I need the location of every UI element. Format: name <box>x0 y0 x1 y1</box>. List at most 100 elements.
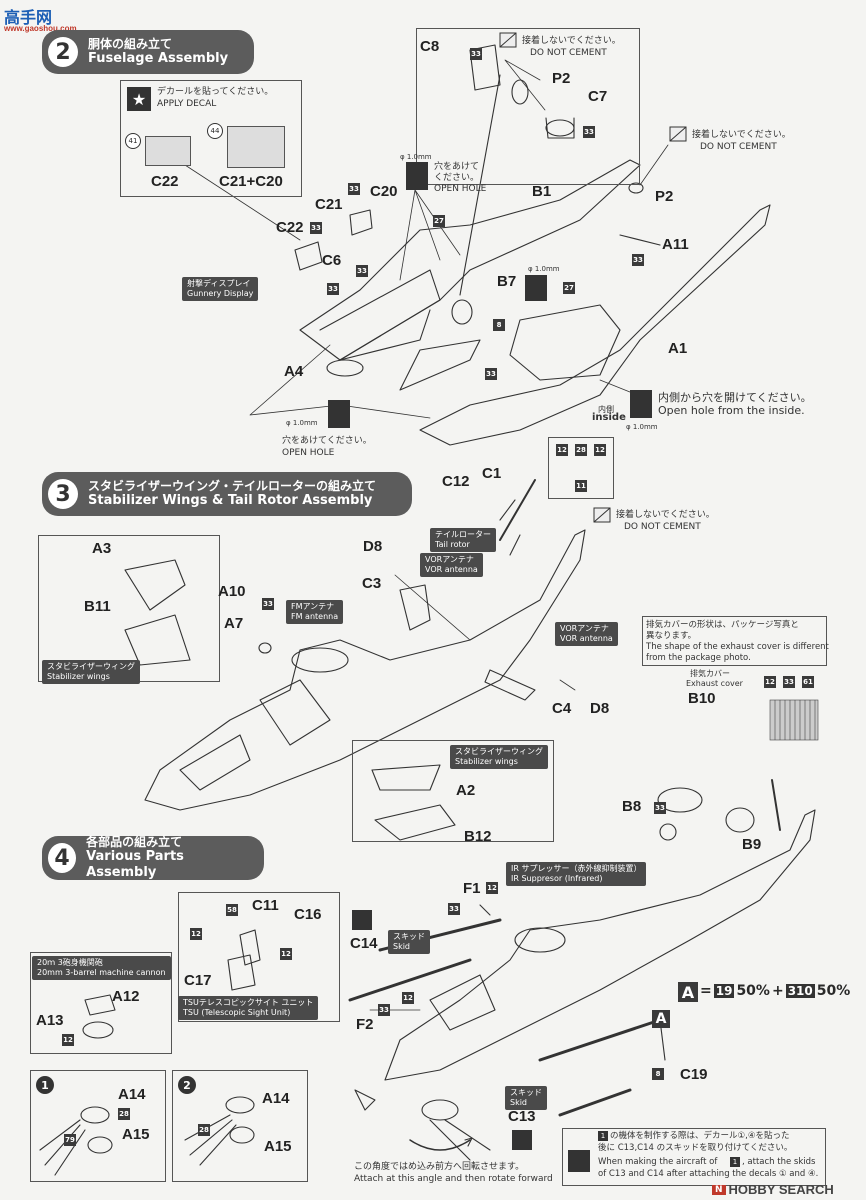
tail-rotor-jp: テイルローター <box>435 530 491 539</box>
part-b7: B7 <box>497 273 517 290</box>
stab-tag-1: スタビライザーウィング Stabilizer wings <box>42 660 140 684</box>
paint-code: 12 <box>486 882 498 894</box>
part-a3: A3 <box>92 540 112 557</box>
part-c19: C19 <box>680 1066 708 1083</box>
part-c22: C22 <box>276 219 304 236</box>
paint-code: 12 <box>764 676 776 688</box>
vor-tag-2: VORアンテナ VOR antenna <box>555 622 618 646</box>
part-c13: C13 <box>508 1108 536 1125</box>
hobby-search-badge: N <box>712 1184 726 1195</box>
paint-code: 33 <box>485 368 497 380</box>
final-note-l2: 後に C13,C14 のスキッドを取り付けてください。 <box>598 1143 793 1153</box>
rotate-jp: この角度ではめ込み前方へ回転させます。 <box>354 1162 525 1172</box>
part-c16: C16 <box>294 906 322 923</box>
skid2-en: Skid <box>510 1098 528 1107</box>
section3-header: 3 スタビライザーウイング・テイルローターの組み立て Stabilizer Wi… <box>42 472 412 516</box>
decal-number-41: 41 <box>125 133 141 149</box>
fm-tag: FMアンテナ FM antenna <box>286 600 344 624</box>
paint-code: 8 <box>493 319 505 331</box>
exhaust-note-l4: from the package photo. <box>646 653 751 663</box>
cement-note-3-jp: 接着しないでください。 <box>616 510 715 520</box>
section4-number: 4 <box>48 843 77 873</box>
variant-1-badge: 1 <box>36 1076 54 1094</box>
hole-3-size: φ 1.0mm <box>528 265 560 273</box>
paint-code: 33 <box>654 802 666 814</box>
decal-jp: デカールを貼ってください。 <box>157 87 274 97</box>
cement-note-3-en: DO NOT CEMENT <box>624 522 701 532</box>
part-b12: B12 <box>464 828 492 845</box>
stab1-jp: スタビライザーウィング <box>47 662 135 671</box>
helicopter-s4 <box>384 809 816 1081</box>
decal-41-illustration <box>145 136 191 166</box>
watermark-brand: 高手网 <box>4 10 53 27</box>
fuselage-a1 <box>419 204 771 446</box>
paint-code: 33 <box>327 283 339 295</box>
paint-code: 33 <box>448 903 460 915</box>
cannon-jp: 20ｍ 3砲身機関砲 <box>37 958 103 967</box>
watermark-logo: 高手网 <box>4 4 52 28</box>
inside-en: Open hole from the inside. <box>658 404 805 417</box>
decal-box: ★ デカールを貼ってください。 APPLY DECAL 41 44 C22 C2… <box>120 80 302 197</box>
part-d8: D8 <box>363 538 383 555</box>
drill-icon <box>328 400 350 428</box>
part-a15: A15 <box>122 1126 150 1143</box>
final-note-l1: の機体を制作する際は、デカール①,④を貼った <box>610 1131 790 1141</box>
stabilizer-box-right <box>352 740 554 842</box>
final-note-l3: When making the aircraft of <box>598 1157 718 1167</box>
paint-code: 33 <box>470 48 482 60</box>
inside-tag-en: inside <box>592 412 626 423</box>
part-c1: C1 <box>482 465 502 482</box>
fm-en: FM antenna <box>291 612 339 621</box>
watermark-domain: www.gaoshou.com <box>4 24 77 33</box>
inside-size: φ 1.0mm <box>626 423 658 431</box>
ir-en: IR Suppresor (Infrared) <box>511 874 603 883</box>
decal-number-44: 44 <box>207 123 223 139</box>
paint-formula: = 19 50% + 310 50% <box>700 983 850 999</box>
part-f2: F2 <box>356 1016 374 1033</box>
glue-icon <box>352 910 372 930</box>
paint-code-19: 19 <box>713 984 735 998</box>
part-c3: C3 <box>362 575 382 592</box>
decal-part-c21c20: C21+C20 <box>219 173 283 190</box>
part-p2: P2 <box>655 188 674 205</box>
exhaust-tag-en: Exhaust cover <box>686 679 743 688</box>
tsu-en: TSU (Telescopic Sight Unit) <box>183 1008 291 1017</box>
drill-icon <box>406 162 428 190</box>
vor2-en: VOR antenna <box>560 634 613 643</box>
part-a15: A15 <box>264 1138 292 1155</box>
paint-code: 12 <box>62 1034 74 1046</box>
hole-1-en: OPEN HOLE <box>434 184 487 194</box>
paint-code: 27 <box>563 282 575 294</box>
paint-code: 58 <box>226 904 238 916</box>
paint-code: 33 <box>378 1004 390 1016</box>
skid-tag-2: スキッド Skid <box>505 1086 547 1110</box>
cement-box-top <box>416 28 640 185</box>
paint-code: 11 <box>575 480 587 492</box>
section3-title-jp: スタビライザーウイング・テイルローターの組み立て <box>88 479 377 493</box>
paint-code: 33 <box>783 676 795 688</box>
part-c20: C20 <box>370 183 398 200</box>
paint-code: 28 <box>198 1124 210 1136</box>
hole-1-jp2: ください。 <box>434 173 480 183</box>
part-c4: C4 <box>552 700 572 717</box>
decal-part-c22: C22 <box>151 173 179 190</box>
part-a4: A4 <box>284 363 304 380</box>
hole-2-size: φ 1.0mm <box>286 419 318 427</box>
ir-jp: IR サプレッサー（赤外線抑制装置） <box>511 864 642 873</box>
section2-number: 2 <box>48 37 78 67</box>
paint-code: 12 <box>280 948 292 960</box>
hobby-search-text: HOBBY SEARCH <box>728 1182 834 1197</box>
part-b11: B11 <box>84 598 111 615</box>
section3-number: 3 <box>48 479 78 509</box>
part-a11: A11 <box>662 236 689 253</box>
ir-tag: IR サプレッサー（赤外線抑制装置） IR Suppresor (Infrare… <box>506 862 647 886</box>
section2-header: 2 胴体の組み立て Fuselage Assembly <box>42 30 254 74</box>
part-c8: C8 <box>420 38 440 55</box>
paint-code: 33 <box>356 265 368 277</box>
final-note-l4: , attach the skids <box>742 1157 816 1167</box>
paint-code: 61 <box>802 676 814 688</box>
paint-code: 33 <box>262 598 274 610</box>
cement-note-1-jp: 接着しないでください。 <box>522 36 621 46</box>
inside-tag-jp: 内側 <box>598 405 614 414</box>
